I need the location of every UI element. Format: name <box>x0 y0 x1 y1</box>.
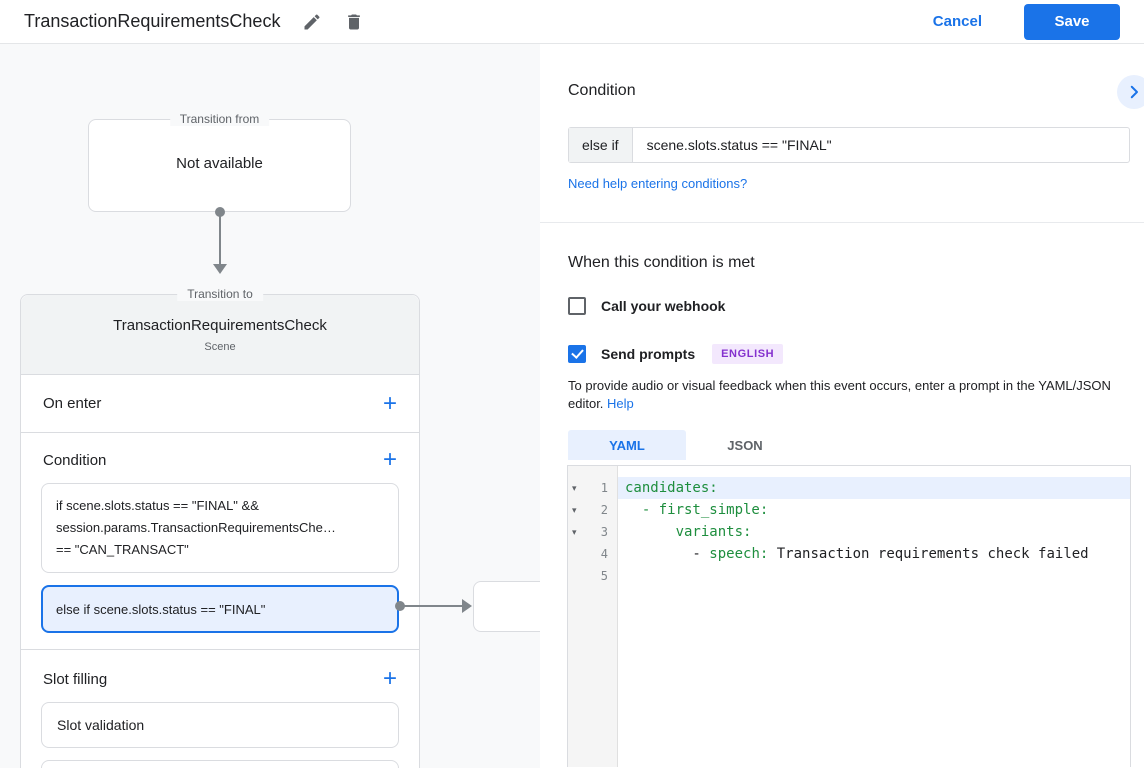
on-enter-section: On enter + <box>21 375 419 433</box>
connector-down-arrowhead <box>213 264 227 274</box>
call-webhook-checkbox[interactable] <box>568 297 586 315</box>
condition-section-header: Condition + <box>41 446 399 473</box>
fold-toggle-icon[interactable]: ▾ <box>568 483 585 494</box>
fold-toggle-icon[interactable]: ▾ <box>568 527 585 538</box>
code-line[interactable] <box>618 565 1130 587</box>
call-webhook-label: Call your webhook <box>601 298 726 314</box>
collapse-panel-button[interactable] <box>1117 75 1144 109</box>
condition-if-line-1: if scene.slots.status == "FINAL" && <box>56 498 259 513</box>
main-area: Transition from Not available Transition… <box>0 44 1144 768</box>
send-prompts-label: Send prompts <box>601 346 696 362</box>
add-slot-button[interactable]: + <box>382 665 397 692</box>
code-line[interactable]: - speech: Transaction requirements check… <box>625 546 1089 562</box>
send-prompts-checkbox[interactable] <box>568 345 586 363</box>
transition-from-legend: Transition from <box>169 112 270 126</box>
scene-title: TransactionRequirementsCheck <box>24 11 281 31</box>
condition-expression-value[interactable]: scene.slots.status == "FINAL" <box>646 137 832 153</box>
condition-label: Condition <box>43 451 107 469</box>
add-condition-button[interactable]: + <box>382 446 397 473</box>
slot-filling-label: Slot filling <box>43 670 108 688</box>
condition-expression-field[interactable]: else if scene.slots.status == "FINAL" <box>568 127 1130 163</box>
on-enter-label: On enter <box>43 395 102 412</box>
transition-to-node: Transition to TransactionRequirementsChe… <box>20 287 420 768</box>
gutter-row: 4 <box>568 543 617 565</box>
gutter-row: ▾ 2 <box>568 499 617 521</box>
condition-elseif-text: else if scene.slots.status == "FINAL" <box>56 601 266 617</box>
prompts-description-text: To provide audio or visual feedback when… <box>568 378 1111 411</box>
slot-filling-section: Slot filling + Slot validation Transacti… <box>21 650 419 768</box>
top-bar: TransactionRequirementsCheck Cancel Save <box>0 0 1144 44</box>
code-line[interactable]: candidates: <box>618 477 1130 499</box>
panel-divider <box>540 222 1144 223</box>
chevron-right-icon <box>1130 85 1138 99</box>
line-number: 2 <box>600 503 608 517</box>
scene-flow-canvas: Transition from Not available Transition… <box>0 44 540 768</box>
when-condition-met-title: When this condition is met <box>568 254 755 271</box>
condition-section: Condition + if scene.slots.status == "FI… <box>21 433 419 650</box>
transition-to-legend: Transition to <box>177 287 263 301</box>
language-badge: ENGLISH <box>712 344 784 364</box>
connector-vertical-line <box>219 212 221 264</box>
line-number: 4 <box>600 547 608 561</box>
conditions-help-link[interactable]: Need help entering conditions? <box>568 176 748 191</box>
code-line[interactable]: variants: <box>675 524 752 540</box>
line-number: 5 <box>600 569 608 583</box>
scene-card-subtitle: Scene <box>204 340 236 353</box>
scene-card-title: TransactionRequirementsCheck <box>113 316 327 334</box>
line-number: 3 <box>600 525 608 539</box>
tab-json[interactable]: JSON <box>686 430 804 460</box>
line-number: 1 <box>600 481 608 495</box>
cancel-button[interactable]: Cancel <box>932 13 982 30</box>
delete-scene-button[interactable] <box>344 12 364 32</box>
condition-item-elseif-selected[interactable]: else if scene.slots.status == "FINAL" <box>41 585 399 633</box>
add-on-enter-button[interactable]: + <box>382 389 397 417</box>
gutter-row: 5 <box>568 565 617 587</box>
code-line[interactable]: - first_simple: <box>641 502 769 518</box>
save-button[interactable]: Save <box>1024 3 1120 40</box>
webhook-row: Call your webhook <box>568 297 1130 315</box>
transition-target-node[interactable] <box>473 581 540 632</box>
connector-horizontal-line <box>404 605 463 607</box>
condition-editor-panel: Condition else if scene.slots.status == … <box>540 44 1144 768</box>
prompts-description: To provide audio or visual feedback when… <box>568 377 1130 413</box>
condition-if-line-2: session.params.TransactionRequirementsCh… <box>56 520 336 535</box>
transition-from-content: Not available <box>176 155 263 172</box>
slot-item-label: Slot validation <box>57 717 145 733</box>
slot-filling-header: Slot filling + <box>41 665 399 692</box>
condition-prefix-label: else if <box>569 128 633 162</box>
connector-right-arrowhead <box>462 599 472 613</box>
yaml-code-editor: ▾ 1 ▾ 2 ▾ 3 4 5 <box>567 465 1131 767</box>
scene-card-header[interactable]: TransactionRequirementsCheck Scene <box>21 295 419 375</box>
gutter-row: ▾ 1 <box>568 477 617 499</box>
gutter-row: ▾ 3 <box>568 521 617 543</box>
trash-icon <box>348 14 361 29</box>
editor-format-tabs: YAML JSON <box>568 430 1130 460</box>
slot-item-transaction[interactable]: TransactionRequirementsCheck <box>41 760 399 768</box>
prompts-help-link[interactable]: Help <box>607 396 634 411</box>
panel-title: Condition <box>568 82 636 99</box>
connector-dot-right <box>395 601 405 611</box>
editor-gutter: ▾ 1 ▾ 2 ▾ 3 4 5 <box>568 466 618 767</box>
fold-toggle-icon[interactable]: ▾ <box>568 505 585 516</box>
condition-if-line-3: == "CAN_TRANSACT" <box>56 542 189 557</box>
editor-code-area[interactable]: candidates: - first_simple: variants: - … <box>618 466 1130 767</box>
send-prompts-row: Send prompts ENGLISH <box>568 344 1130 364</box>
edit-scene-button[interactable] <box>302 12 322 32</box>
slot-item-validation[interactable]: Slot validation <box>41 702 399 748</box>
transition-from-node: Transition from Not available <box>88 112 351 212</box>
pencil-icon <box>304 13 320 29</box>
tab-yaml[interactable]: YAML <box>568 430 686 460</box>
condition-item-if[interactable]: if scene.slots.status == "FINAL" && sess… <box>41 483 399 573</box>
